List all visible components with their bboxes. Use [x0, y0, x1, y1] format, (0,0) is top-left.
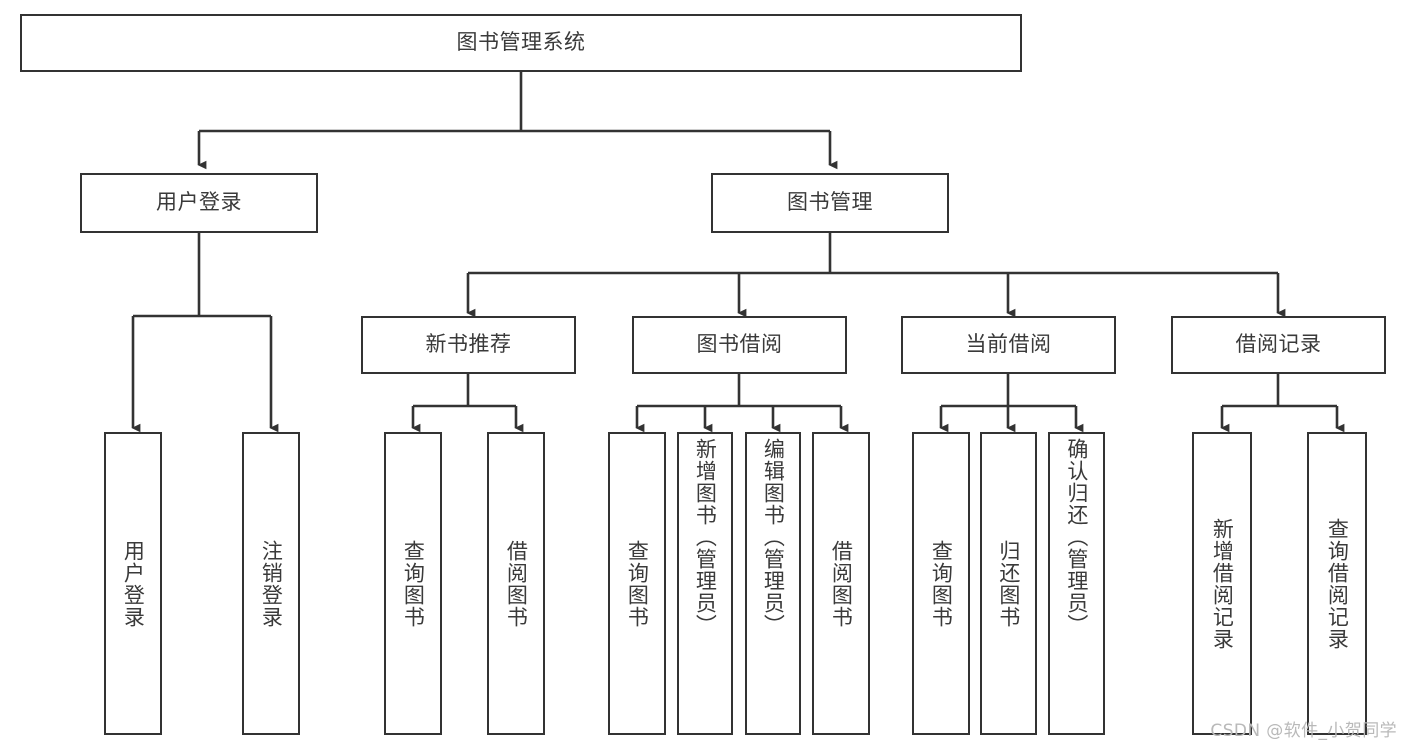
- csdn-watermark: CSDN @软件_小贺同学: [1210, 721, 1397, 741]
- node-leaf-add-record-label: 新增借阅记录: [1210, 517, 1235, 650]
- node-new-book-recommend-label: 新书推荐: [425, 332, 512, 357]
- node-root[interactable]: 图书管理系统: [20, 14, 1022, 72]
- node-leaf-borrow-book-2[interactable]: 借阅图书: [812, 432, 870, 735]
- node-leaf-borrow-book-1[interactable]: 借阅图书: [487, 432, 545, 735]
- node-leaf-query-book-2[interactable]: 查询图书: [608, 432, 666, 735]
- node-leaf-confirm-return[interactable]: 确认归还（管理员）: [1048, 432, 1105, 735]
- node-leaf-edit-book[interactable]: 编辑图书（管理员）: [745, 432, 801, 735]
- node-leaf-query-record-label: 查询借阅记录: [1325, 517, 1350, 650]
- node-leaf-user-logout-label: 注销登录: [259, 539, 284, 628]
- node-borrow-record[interactable]: 借阅记录: [1171, 316, 1386, 374]
- node-leaf-confirm-return-label: 确认归还（管理员）: [1064, 438, 1089, 636]
- node-leaf-query-book-3-label: 查询图书: [929, 539, 954, 628]
- node-book-borrow[interactable]: 图书借阅: [632, 316, 847, 374]
- node-leaf-add-book[interactable]: 新增图书（管理员）: [677, 432, 733, 735]
- node-leaf-query-book-3[interactable]: 查询图书: [912, 432, 970, 735]
- node-leaf-edit-book-label: 编辑图书（管理员）: [761, 438, 786, 636]
- node-leaf-return-book-label: 归还图书: [996, 539, 1021, 628]
- node-leaf-add-record[interactable]: 新增借阅记录: [1192, 432, 1252, 735]
- node-book-manage-label: 图书管理: [787, 190, 873, 215]
- node-leaf-add-book-label: 新增图书（管理员）: [693, 438, 718, 636]
- node-leaf-query-book-1[interactable]: 查询图书: [384, 432, 442, 735]
- node-leaf-return-book[interactable]: 归还图书: [980, 432, 1037, 735]
- node-current-borrow-label: 当前借阅: [965, 332, 1052, 357]
- node-book-manage[interactable]: 图书管理: [711, 173, 949, 233]
- node-leaf-user-logout[interactable]: 注销登录: [242, 432, 300, 735]
- node-new-book-recommend[interactable]: 新书推荐: [361, 316, 576, 374]
- node-user-login[interactable]: 用户登录: [80, 173, 318, 233]
- node-leaf-query-book-2-label: 查询图书: [625, 539, 650, 628]
- node-leaf-user-login[interactable]: 用户登录: [104, 432, 162, 735]
- node-leaf-borrow-book-2-label: 借阅图书: [829, 539, 854, 628]
- node-leaf-query-book-1-label: 查询图书: [401, 539, 426, 628]
- node-user-login-label: 用户登录: [156, 190, 242, 215]
- node-leaf-query-record[interactable]: 查询借阅记录: [1307, 432, 1367, 735]
- node-root-label: 图书管理系统: [456, 30, 586, 55]
- node-leaf-borrow-book-1-label: 借阅图书: [504, 539, 529, 628]
- node-book-borrow-label: 图书借阅: [696, 332, 783, 357]
- node-leaf-user-login-label: 用户登录: [121, 539, 146, 628]
- node-borrow-record-label: 借阅记录: [1235, 332, 1322, 357]
- node-current-borrow[interactable]: 当前借阅: [901, 316, 1116, 374]
